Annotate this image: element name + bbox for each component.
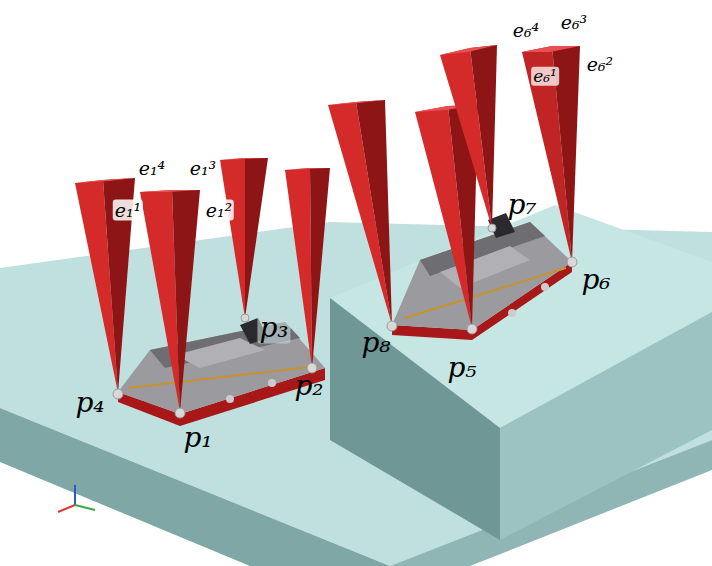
edge-label: e₆³	[559, 12, 589, 33]
point-label: p₅	[445, 353, 478, 384]
point-label: p₆	[579, 265, 612, 296]
edge-label: e₆⁴	[511, 20, 541, 41]
contact-point	[113, 224, 577, 418]
point-label: p₇	[505, 190, 538, 221]
axes-icon	[58, 485, 95, 512]
friction-cone	[220, 158, 268, 318]
friction-cone	[285, 168, 330, 368]
boat	[118, 318, 325, 426]
friction-cone	[522, 46, 580, 262]
friction-cone	[140, 190, 200, 412]
point-label: p₂	[292, 371, 325, 402]
point-label: p₄	[73, 388, 106, 419]
friction-cone	[440, 45, 497, 228]
edge-label: e₁³	[188, 158, 218, 179]
point-label: p₁	[181, 423, 214, 454]
point-label: p₃	[257, 313, 290, 344]
edge-label: e₆²	[585, 54, 615, 75]
block-side	[500, 312, 712, 540]
point-label: p₈	[359, 328, 392, 359]
edge-label: e₆¹	[531, 67, 559, 86]
boat	[392, 213, 572, 340]
friction-cone	[328, 100, 392, 325]
edge-label: e₁¹	[113, 200, 143, 221]
edge-label: e₁⁴	[137, 158, 167, 179]
edge-label: e₁²	[204, 200, 234, 221]
